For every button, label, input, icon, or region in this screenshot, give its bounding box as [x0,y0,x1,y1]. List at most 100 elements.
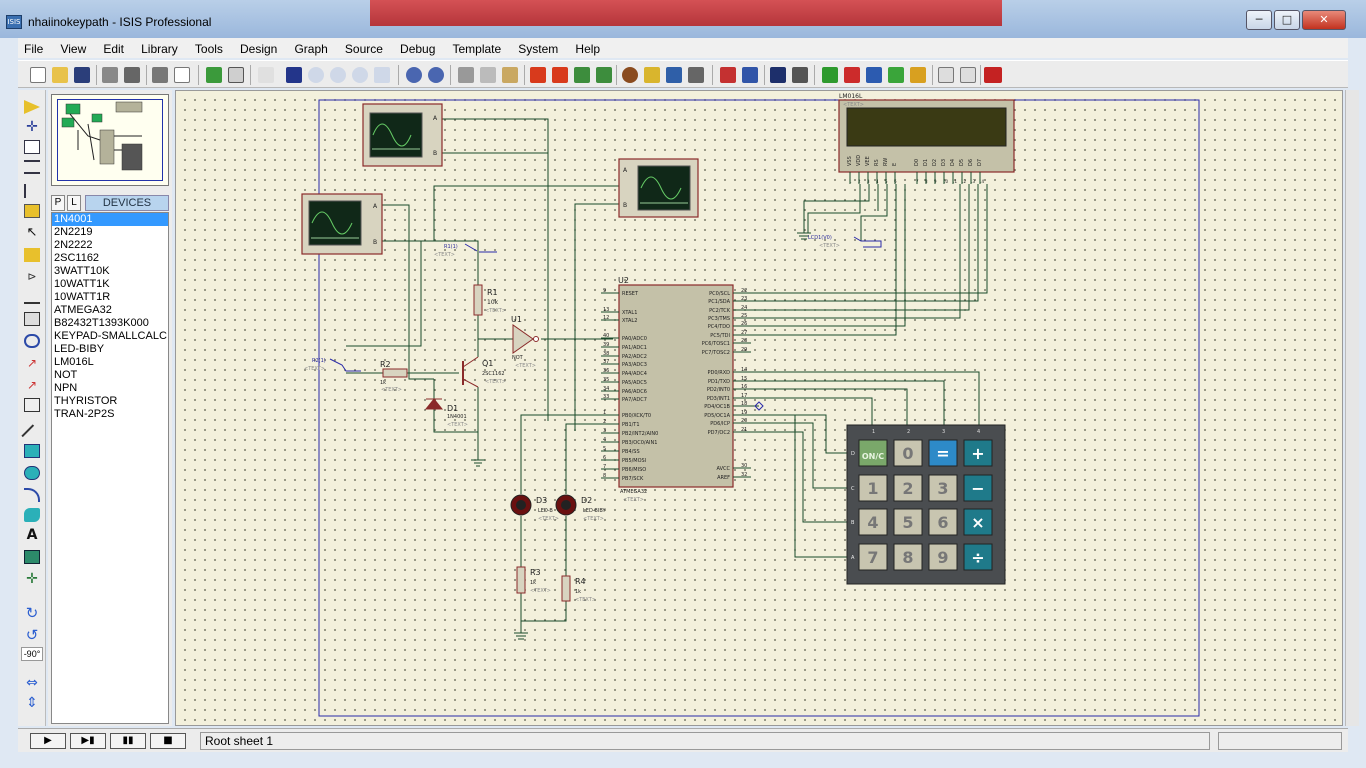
graph-icon[interactable] [24,290,40,304]
keypad-key[interactable] [858,439,888,467]
text-script-icon[interactable] [24,184,40,198]
arc-tool-icon[interactable] [24,488,40,502]
mirror-y-icon[interactable]: ⇕ [26,695,38,711]
keypad-key[interactable] [928,508,958,536]
grid-icon[interactable] [228,67,244,83]
step-button[interactable]: ▶▮ [70,733,106,749]
menu-file[interactable]: File [24,42,44,56]
device-item[interactable]: B82432T1393K000 [54,317,149,329]
device-item[interactable]: LED-BIBY [54,343,105,355]
menu-source[interactable]: Source [344,42,383,56]
device-item[interactable]: 2N2222 [54,239,93,251]
zoom-all-icon[interactable] [352,67,368,83]
redraw-icon[interactable] [206,67,222,83]
block-delete-icon[interactable] [596,67,612,83]
component-mode-icon[interactable]: ✛ [26,119,38,135]
property-tool-icon[interactable] [792,67,808,83]
keypad-key[interactable] [963,439,993,467]
menu-library[interactable]: Library [141,42,178,56]
paste-icon[interactable] [502,67,518,83]
bus-icon[interactable] [24,204,40,218]
block-rotate-icon[interactable] [574,67,590,83]
keypad-key[interactable] [893,439,923,467]
keypad-key[interactable] [858,474,888,502]
tape-recorder-icon[interactable] [24,312,40,326]
ares-icon[interactable] [960,67,976,83]
bill-of-materials-icon[interactable] [888,67,904,83]
device-item[interactable]: ATMEGA32 [54,304,112,316]
menu-graph[interactable]: Graph [294,42,328,56]
keypad-key[interactable] [928,474,958,502]
undo-icon[interactable] [406,67,422,83]
close-button[interactable]: ✕ [1302,10,1346,30]
box-tool-icon[interactable] [24,444,40,458]
device-item[interactable]: 10WATT1K [54,278,110,290]
marker-tool-icon[interactable]: ✛ [26,571,38,587]
voltage-probe-icon[interactable]: ↗ [26,356,38,370]
play-button[interactable]: ▶ [30,733,66,749]
cut-icon[interactable] [458,67,474,83]
device-item[interactable]: 10WATT1R [54,291,111,303]
selection-mode-icon[interactable] [24,100,40,114]
keypad-key[interactable] [893,474,923,502]
device-item[interactable]: NOT [54,369,78,381]
overview-window[interactable] [51,94,169,186]
device-item[interactable]: 2SC1162 [54,252,100,264]
device-pin-icon[interactable]: ⊳ [27,270,37,283]
print-area-icon[interactable] [174,67,190,83]
terminal-icon[interactable] [24,248,40,262]
print-icon[interactable] [152,67,168,83]
zoom-area-icon[interactable] [374,67,390,83]
netlist-icon[interactable] [938,67,954,83]
vertical-scrollbar[interactable] [1345,90,1359,726]
pause-button[interactable]: ▮▮ [110,733,146,749]
keypad-key[interactable] [858,508,888,536]
wire-autorouter-icon[interactable] [720,67,736,83]
rotate-clockwise-icon[interactable]: ↻ [25,604,39,622]
menu-template[interactable]: Template [452,42,502,56]
menu-help[interactable]: Help [575,42,601,56]
keypad-key[interactable] [963,543,993,571]
find-icon[interactable] [770,67,786,83]
pan-icon[interactable] [286,67,302,83]
decompose-icon[interactable] [688,67,704,83]
device-item[interactable]: KEYPAD-SMALLCALC [54,330,167,342]
device-item[interactable]: LM016L [54,356,94,368]
keypad-key[interactable] [963,508,993,536]
keypad-key[interactable] [928,439,958,467]
device-item[interactable]: 2N2219 [54,226,93,238]
pick-devices-button[interactable]: P [51,195,65,211]
block-copy-icon[interactable] [530,67,546,83]
keypad-key[interactable] [928,543,958,571]
redo-icon[interactable] [428,67,444,83]
copy-icon[interactable] [480,67,496,83]
new-file-icon[interactable] [30,67,46,83]
schematic-canvas[interactable]: A B A B A B LM016L <TEXT> VSS1VDD2VEE3RS… [175,90,1343,726]
zoom-in-icon[interactable] [308,67,324,83]
pick-device-icon[interactable] [622,67,638,83]
device-item[interactable]: TRAN-2P2S [54,408,115,420]
menu-view[interactable]: View [60,42,87,56]
keypad-key[interactable] [893,543,923,571]
text-tool-icon[interactable]: A [26,527,38,543]
generator-icon[interactable] [24,334,40,348]
save-icon[interactable] [74,67,90,83]
path-tool-icon[interactable] [24,508,40,522]
make-device-icon[interactable] [644,67,660,83]
menu-design[interactable]: Design [240,42,278,56]
subcircuit-icon[interactable]: ↖ [26,225,38,240]
rotation-angle-field[interactable]: -90° [21,647,43,661]
search-tag-icon[interactable] [742,67,758,83]
mirror-x-icon[interactable]: ⇔ [26,675,38,691]
block-move-icon[interactable] [552,67,568,83]
new-sheet-icon[interactable] [822,67,838,83]
stop-button[interactable]: ■ [150,733,186,749]
exit-to-parent-icon[interactable] [866,67,882,83]
circle-tool-icon[interactable] [24,466,40,480]
import-section-icon[interactable] [102,67,118,83]
open-folder-icon[interactable] [52,67,68,83]
device-item[interactable]: THYRISTOR [54,395,118,407]
electrical-check-icon[interactable] [910,67,926,83]
menu-tools[interactable]: Tools [194,42,223,56]
